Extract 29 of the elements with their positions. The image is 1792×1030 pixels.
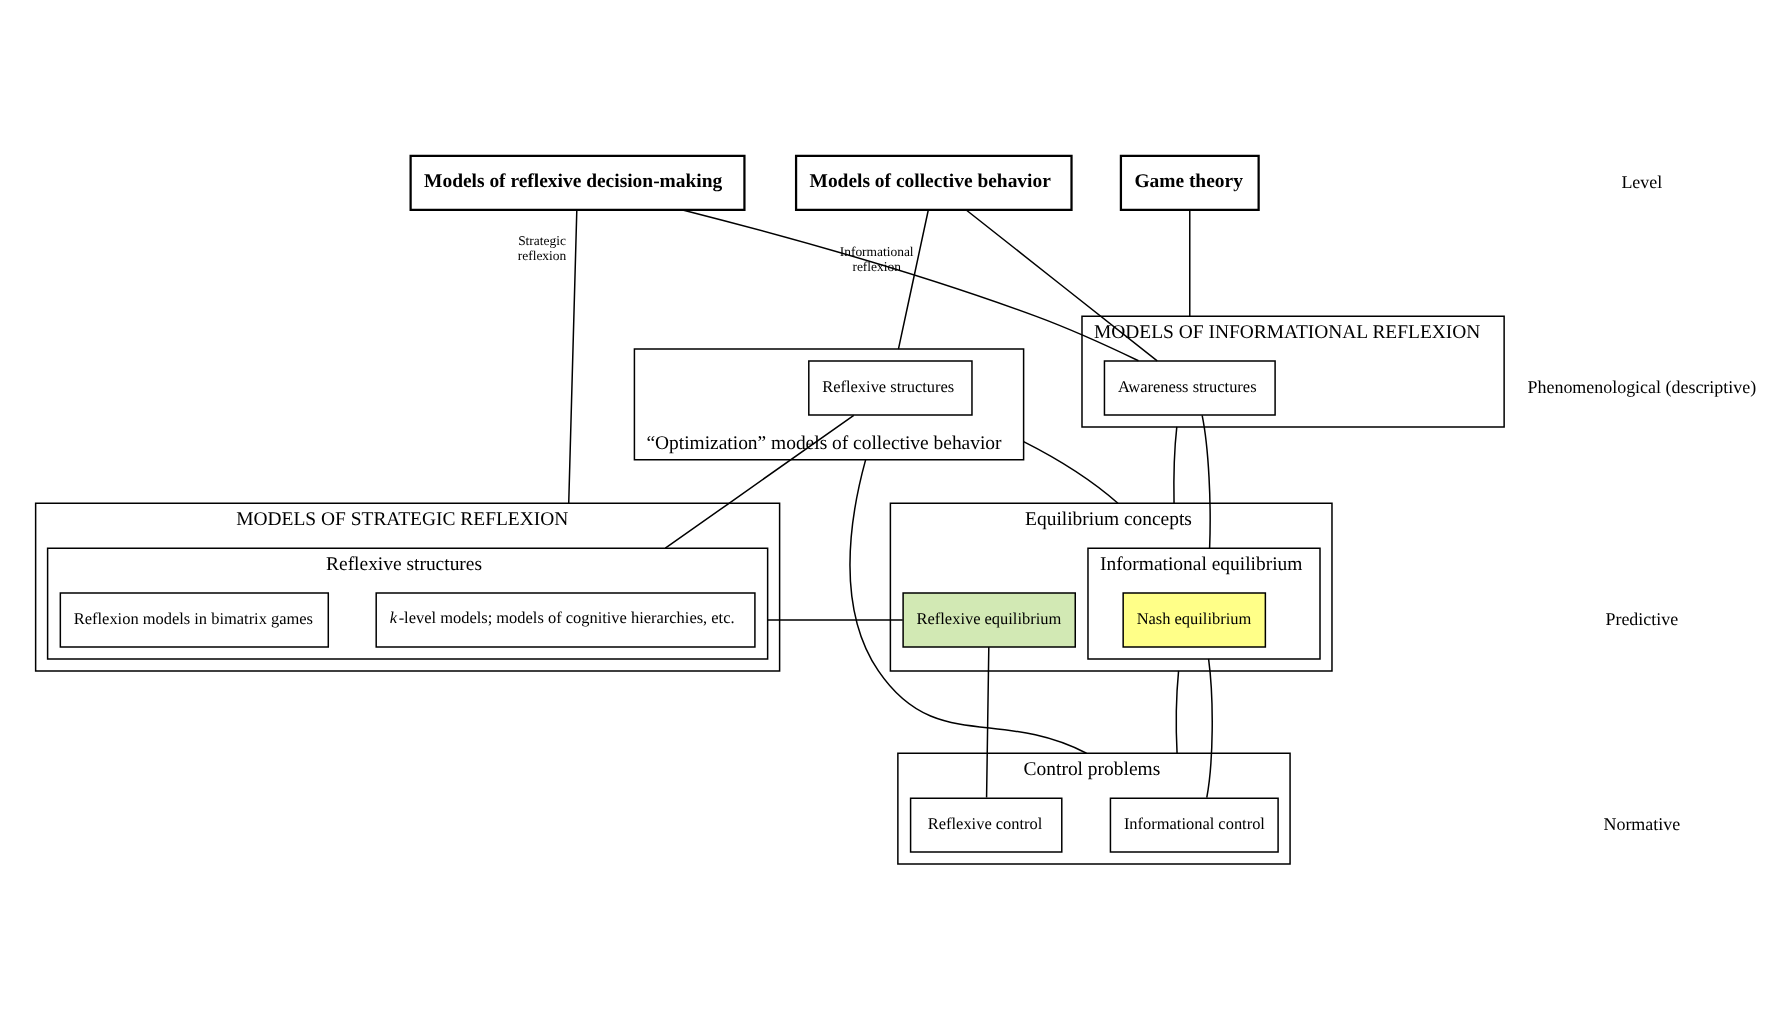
label: Normative: [1603, 812, 1681, 833]
node-box: k-level models; models of cognitive hierarchies, etc.: [375, 591, 756, 647]
connector: [1022, 439, 1119, 504]
node-box: Informational control: [1109, 796, 1279, 852]
node-box: Reflexive equilibrium: [902, 591, 1076, 647]
connector: [1206, 657, 1213, 798]
connector: [766, 618, 904, 620]
label: Level: [1621, 170, 1663, 191]
connector: [1189, 208, 1191, 316]
node-box: Models of reflexive decision-making: [409, 153, 746, 210]
node-box: Reflexive structures: [808, 359, 973, 415]
connector: [849, 458, 1088, 753]
connector: [664, 413, 855, 548]
connector: [897, 208, 930, 349]
connector: [1201, 413, 1211, 548]
connector: [681, 208, 1140, 361]
node-box: Models of collective behavior: [794, 153, 1073, 210]
node-box: Awareness structures: [1103, 359, 1276, 415]
node-box: Game theory: [1119, 153, 1260, 210]
connector: [985, 645, 990, 798]
connector: [1175, 669, 1180, 753]
node-box: Reflexive control: [909, 796, 1063, 852]
label: Phenomenological (descriptive): [1527, 375, 1757, 396]
connector: [1173, 425, 1178, 504]
label: Predictive: [1605, 607, 1679, 628]
node-box: Reflexion models in bimatrix games: [59, 591, 330, 647]
connector: [965, 208, 1158, 361]
node-box: Nash equilibrium: [1122, 591, 1267, 647]
connector: [568, 208, 578, 504]
